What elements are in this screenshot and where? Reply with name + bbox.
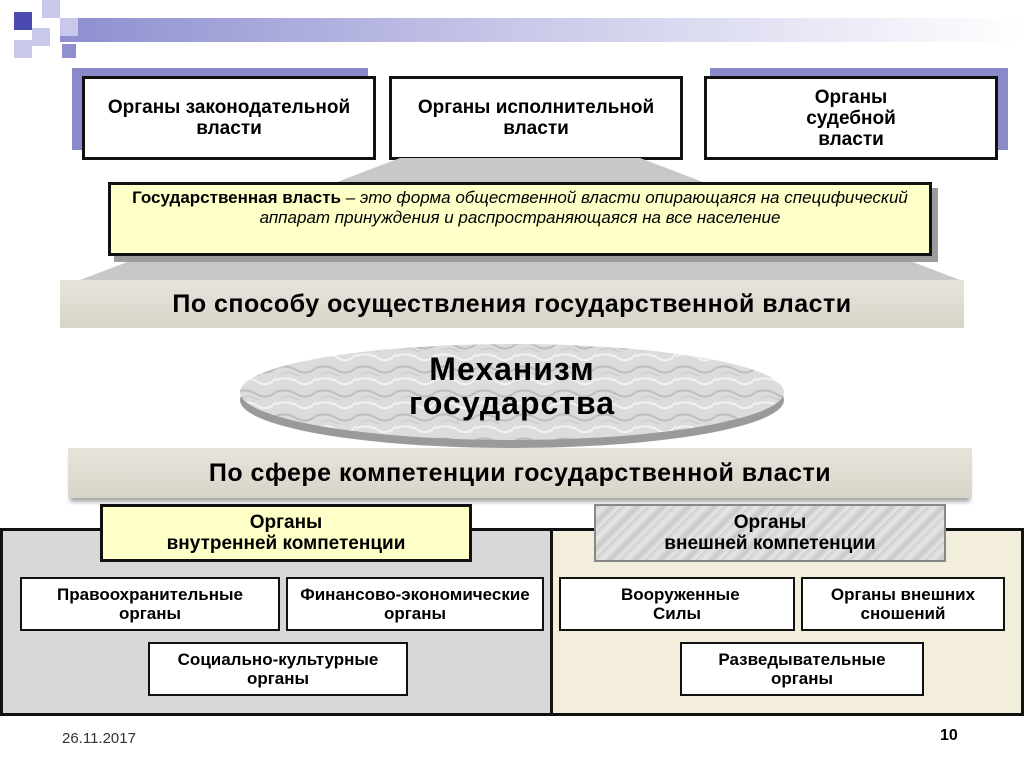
financial-economic-label: Финансово-экономические органы [300, 585, 530, 623]
definition-text: – это форма общественной власти опирающа… [259, 188, 908, 227]
mechanism-ellipse [240, 344, 784, 448]
header-gradient-bar [60, 18, 1024, 42]
judicial-branch-box: Органы судебной власти [704, 76, 998, 160]
socio-cultural-box: Социально-культурные органы [148, 642, 408, 696]
executive-branch-box: Органы исполнительной власти [389, 76, 683, 160]
armed-forces-box: Вооруженные Силы [559, 577, 795, 631]
socio-cultural-label: Социально-культурные органы [177, 650, 379, 688]
law-enforcement-label: Правоохранительные органы [57, 585, 243, 623]
banner-competence-sphere: По сфере компетенции государственной вла… [68, 448, 972, 498]
foreign-relations-label: Органы внешних сношений [830, 585, 976, 623]
internal-title-line2: внутренней компетенции [166, 533, 406, 554]
definition-term: Государственная власть [132, 188, 341, 207]
internal-competence-title: Органы внутренней компетенции [100, 504, 472, 562]
legislative-branch-label: Органы законодательной власти [107, 97, 351, 139]
external-title-line2: внешней компетенции [664, 533, 876, 554]
financial-economic-box: Финансово-экономические органы [286, 577, 544, 631]
mechanism-title-line1: Механизм [429, 351, 595, 387]
legislative-branch-box: Органы законодательной власти [82, 76, 376, 160]
mechanism-title: Механизм государства [236, 352, 788, 420]
intelligence-label: Разведывательные органы [718, 650, 886, 688]
definition-box: Государственная власть – это форма общес… [108, 182, 932, 256]
external-competence-title: Органы внешней компетенции [594, 504, 946, 562]
banner-implementation-method: По способу осуществления государственной… [60, 280, 964, 328]
internal-title-line1: Органы [249, 512, 323, 533]
footer-date: 26.11.2017 [62, 730, 136, 747]
page-number: 10 [940, 727, 958, 744]
decorative-squares [0, 0, 80, 62]
intelligence-box: Разведывательные органы [680, 642, 924, 696]
law-enforcement-box: Правоохранительные органы [20, 577, 280, 631]
executive-branch-label: Органы исполнительной власти [417, 97, 655, 139]
external-title-line1: Органы [733, 512, 807, 533]
mechanism-title-line2: государства [409, 385, 615, 421]
judicial-branch-label: Органы судебной власти [806, 86, 896, 150]
armed-forces-label: Вооруженные Силы [621, 585, 740, 623]
foreign-relations-box: Органы внешних сношений [801, 577, 1005, 631]
